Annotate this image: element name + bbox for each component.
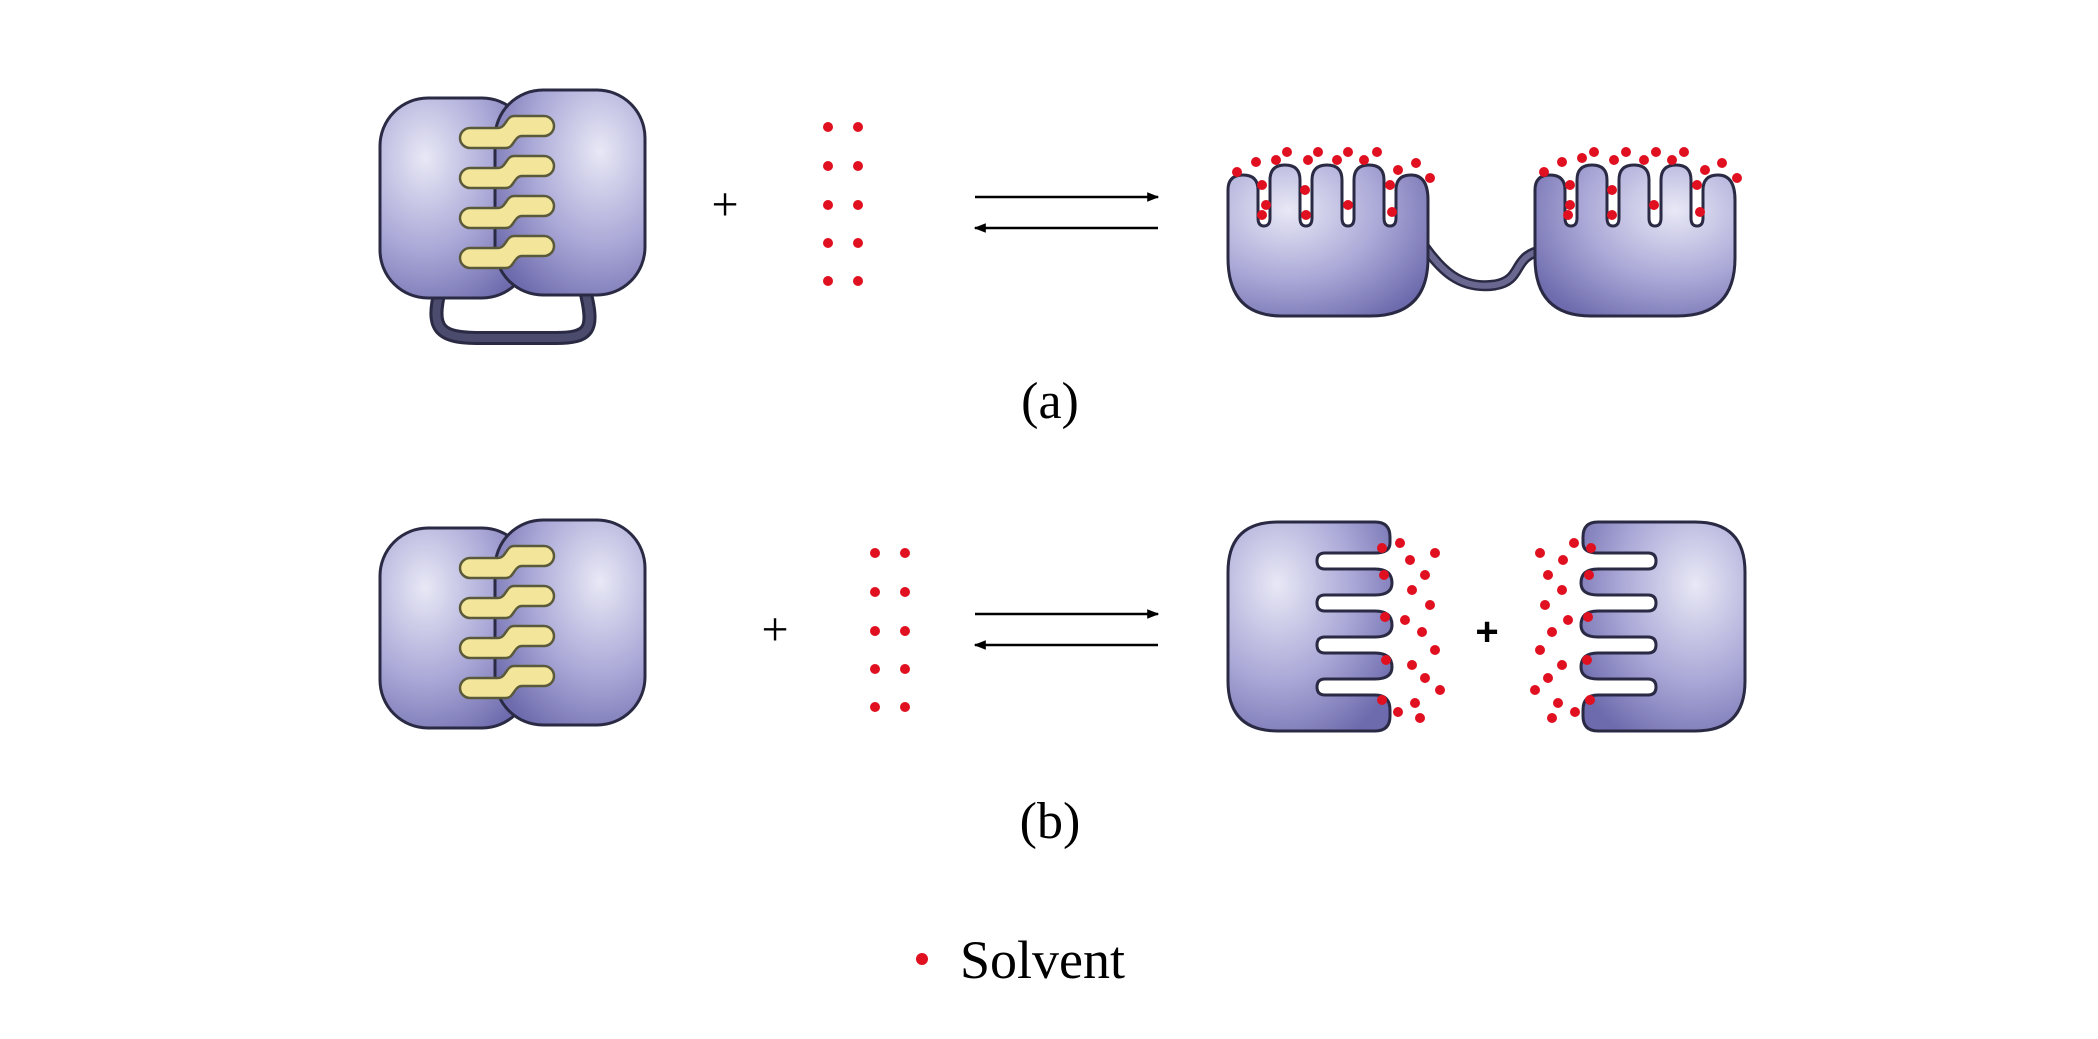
right-half xyxy=(1579,520,1747,733)
interlocking-fingers xyxy=(458,114,556,270)
plus-sign: + xyxy=(761,603,788,656)
legend-label: Solvent xyxy=(960,930,1125,990)
folded-protein-icon xyxy=(378,518,647,730)
equilibrium-arrow-icon xyxy=(973,192,1160,233)
solvent-shell-a xyxy=(1232,147,1742,220)
interlocking-fingers xyxy=(458,544,556,700)
panel-b: + xyxy=(378,518,1747,850)
equilibrium-arrow-icon xyxy=(973,609,1160,650)
caption-b: (b) xyxy=(1020,793,1081,850)
solvated-protein-halves xyxy=(1226,520,1747,733)
solvent-dot-icon xyxy=(916,953,928,965)
left-half xyxy=(1226,520,1394,733)
plus-sign: + xyxy=(711,178,738,231)
solvent-dot-icon xyxy=(870,548,910,712)
panel-a: + xyxy=(378,88,1742,430)
legend: Solvent xyxy=(916,930,1125,990)
folded-protein-icon xyxy=(378,88,647,345)
caption-a: (a) xyxy=(1021,373,1079,430)
plus-sign: + xyxy=(1475,610,1498,654)
right-domain xyxy=(1533,163,1737,318)
solvated-unfolded-protein xyxy=(1226,147,1742,318)
left-domain xyxy=(1226,163,1430,318)
solvent-shell-b xyxy=(1377,538,1596,723)
solvent-dot-icon xyxy=(823,122,863,286)
